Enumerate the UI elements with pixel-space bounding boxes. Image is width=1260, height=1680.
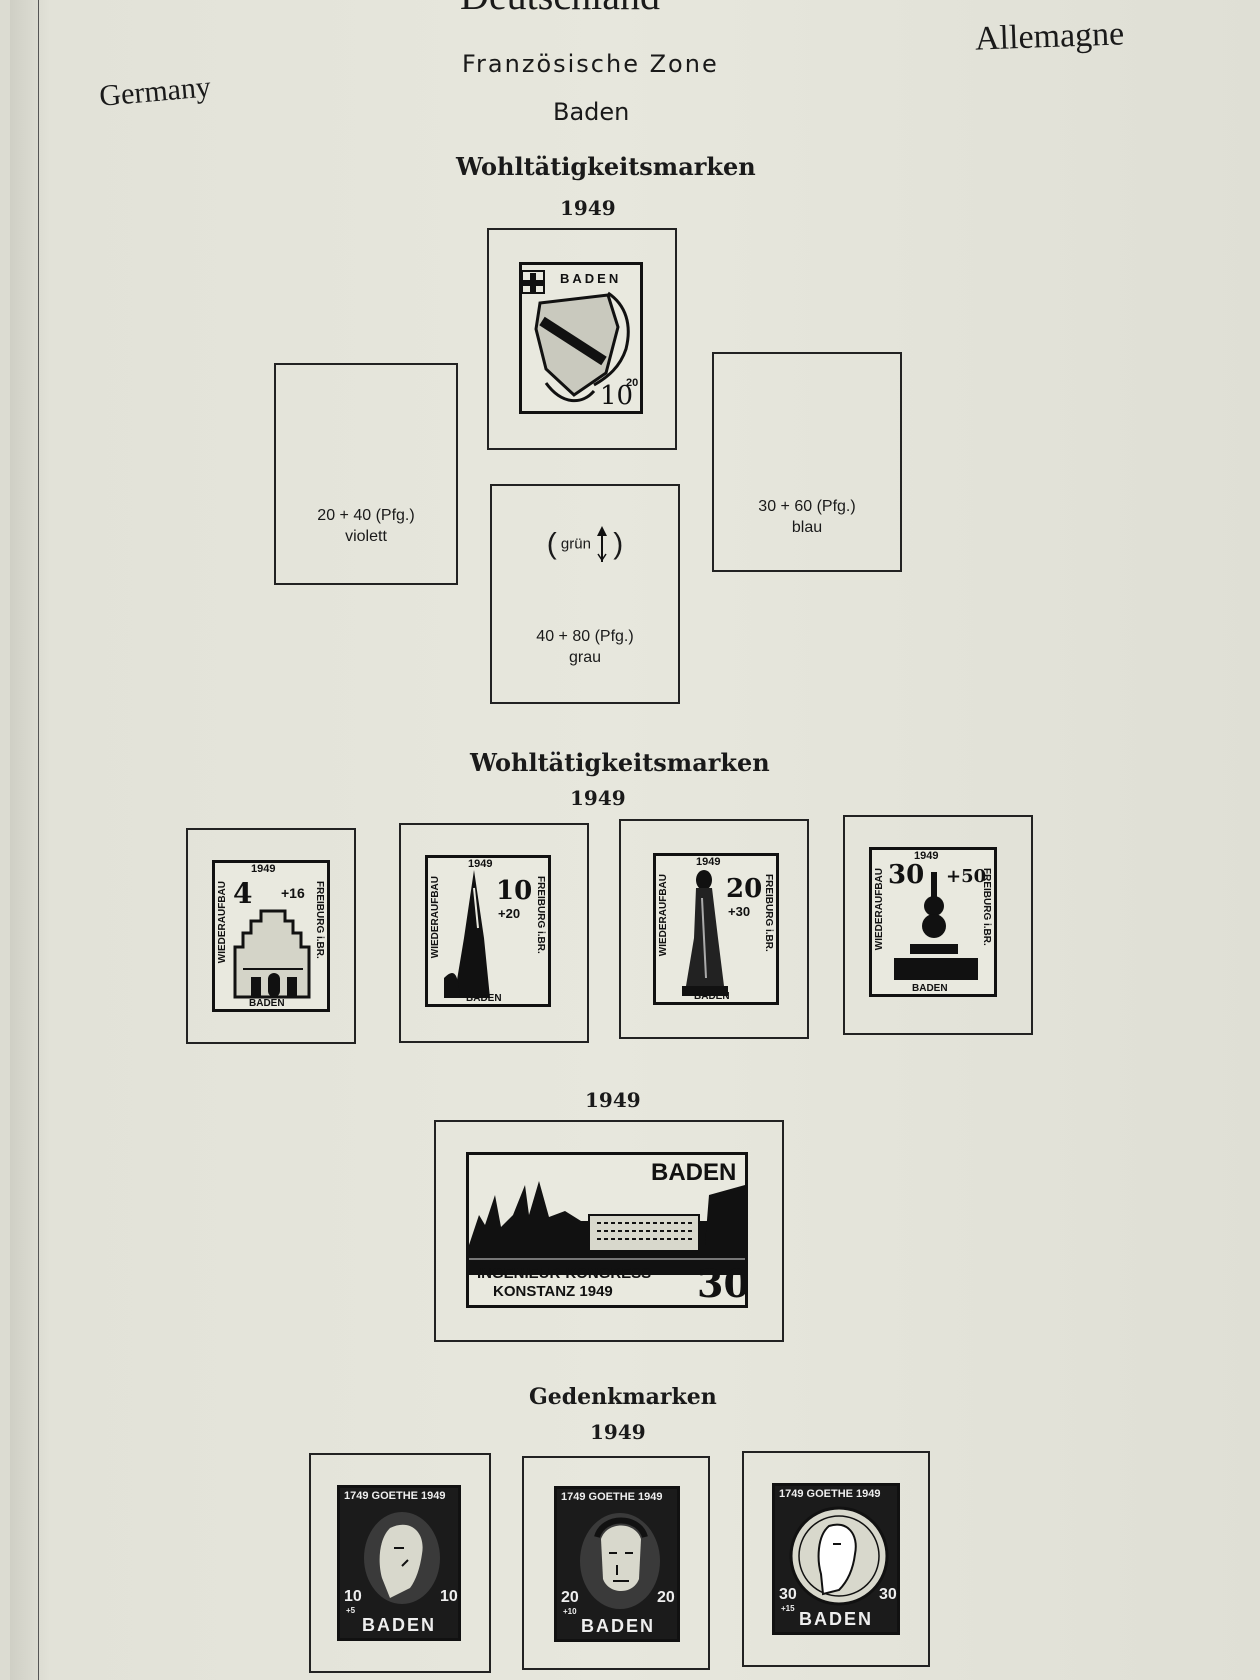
slot-bottom-variant: ( grün )	[492, 524, 678, 564]
stamp-wiederaufbau-4: 1949 WIEDERAUFBAU FREIBURG i.BR. 4 +16 B…	[212, 860, 330, 1012]
slot-left: 20 + 40 (Pfg.) violett	[274, 363, 458, 585]
slot-left-value: 20 + 40 (Pfg.)	[317, 507, 415, 524]
stamp-wiederaufbau-30: 1949 WIEDERAUFBAU FREIBURG i.BR. 30 +50 …	[869, 847, 997, 997]
goethe-portrait-icon	[364, 1512, 440, 1604]
stamp-wiederaufbau-20: 1949 WIEDERAUFBAU FREIBURG i.BR. 20 +30 …	[653, 853, 779, 1005]
arrow-up-icon	[597, 526, 608, 562]
slot-wiederaufbau-4: 1949 WIEDERAUFBAU FREIBURG i.BR. 30 +50 …	[843, 815, 1033, 1035]
stamp-baden-shield: BADEN 10 20	[519, 262, 643, 414]
zone-heading: Französische Zone	[462, 50, 719, 78]
stamp-goethe-30: 1749 GOETHE 1949 30 30 +15 BADEN	[772, 1483, 900, 1635]
slot-goethe-3: 1749 GOETHE 1949 30 30 +15 BADEN	[742, 1451, 930, 1667]
section2-year: 1949	[570, 786, 626, 810]
stamp-value: 10	[600, 381, 634, 411]
goethe-medallion-icon	[789, 1506, 889, 1606]
stamp-ingenieur-kongress: BADEN INGENIEUR-KONGRESS KONSTANZ 1949 3…	[466, 1152, 748, 1308]
section4-year: 1949	[590, 1420, 646, 1444]
shield-icon	[522, 270, 630, 403]
region-heading: Baden	[553, 98, 630, 126]
slot-bottom: ( grün ) 40 + 80 (Pfg.) grau	[490, 484, 680, 704]
country-title-fr: Allemagne	[974, 15, 1125, 58]
album-page: Deutschland Germany Allemagne Französisc…	[10, 0, 1260, 1680]
stamp-surcharge: 20	[626, 377, 639, 389]
stamp-goethe-20: 1749 GOETHE 1949 20 20 +10 BADEN	[554, 1486, 680, 1642]
slot-wiederaufbau-2: 1949 WIEDERAUFBAU FREIBURG i.BR. 10 +20 …	[399, 823, 589, 1043]
slot-goethe-1: 1749 GOETHE 1949 10 10 +5 BADEN	[309, 1453, 491, 1673]
stamp-goethe-10: 1749 GOETHE 1949 10 10 +5 BADEN	[337, 1485, 461, 1641]
stamp-wiederaufbau-10: 1949 WIEDERAUFBAU FREIBURG i.BR. 10 +20 …	[425, 855, 551, 1007]
section4-title: Gedenkmarken	[529, 1384, 717, 1410]
konstanz-skyline-icon	[469, 1181, 745, 1275]
section2-title: Wohltätigkeitsmarken	[470, 748, 770, 777]
goethe-portrait-icon	[580, 1513, 660, 1609]
cathedral-tower-icon	[444, 870, 490, 998]
section1-year: 1949	[560, 196, 616, 220]
statue-icon	[682, 870, 728, 996]
stamp-country: BADEN	[560, 271, 622, 286]
country-title-de: Deutschland	[460, 0, 660, 19]
slot-right-value: 30 + 60 (Pfg.)	[758, 498, 856, 515]
section3-year: 1949	[585, 1088, 641, 1112]
slot-wiederaufbau-3: 1949 WIEDERAUFBAU FREIBURG i.BR. 20 +30 …	[619, 819, 809, 1039]
fountain-icon	[894, 872, 978, 980]
slot-right: 30 + 60 (Pfg.) blau	[712, 352, 902, 572]
binding-edge	[38, 0, 39, 1680]
slot-bottom-color: grau	[568, 649, 602, 666]
slot-left-color: violett	[345, 528, 387, 545]
slot-top: BADEN 10 20	[487, 228, 677, 450]
slot-right-color: blau	[791, 519, 823, 536]
gabled-house-icon	[233, 909, 311, 999]
slot-kongress: BADEN INGENIEUR-KONGRESS KONSTANZ 1949 3…	[434, 1120, 784, 1342]
slot-wiederaufbau-1: 1949 WIEDERAUFBAU FREIBURG i.BR. 4 +16 B…	[186, 828, 356, 1044]
country-title-en: Germany	[98, 70, 213, 113]
section1-title: Wohltätigkeitsmarken	[456, 152, 756, 181]
slot-goethe-2: 1749 GOETHE 1949 20 20 +10 BADEN	[522, 1456, 710, 1670]
slot-bottom-value: 40 + 80 (Pfg.)	[536, 628, 634, 645]
